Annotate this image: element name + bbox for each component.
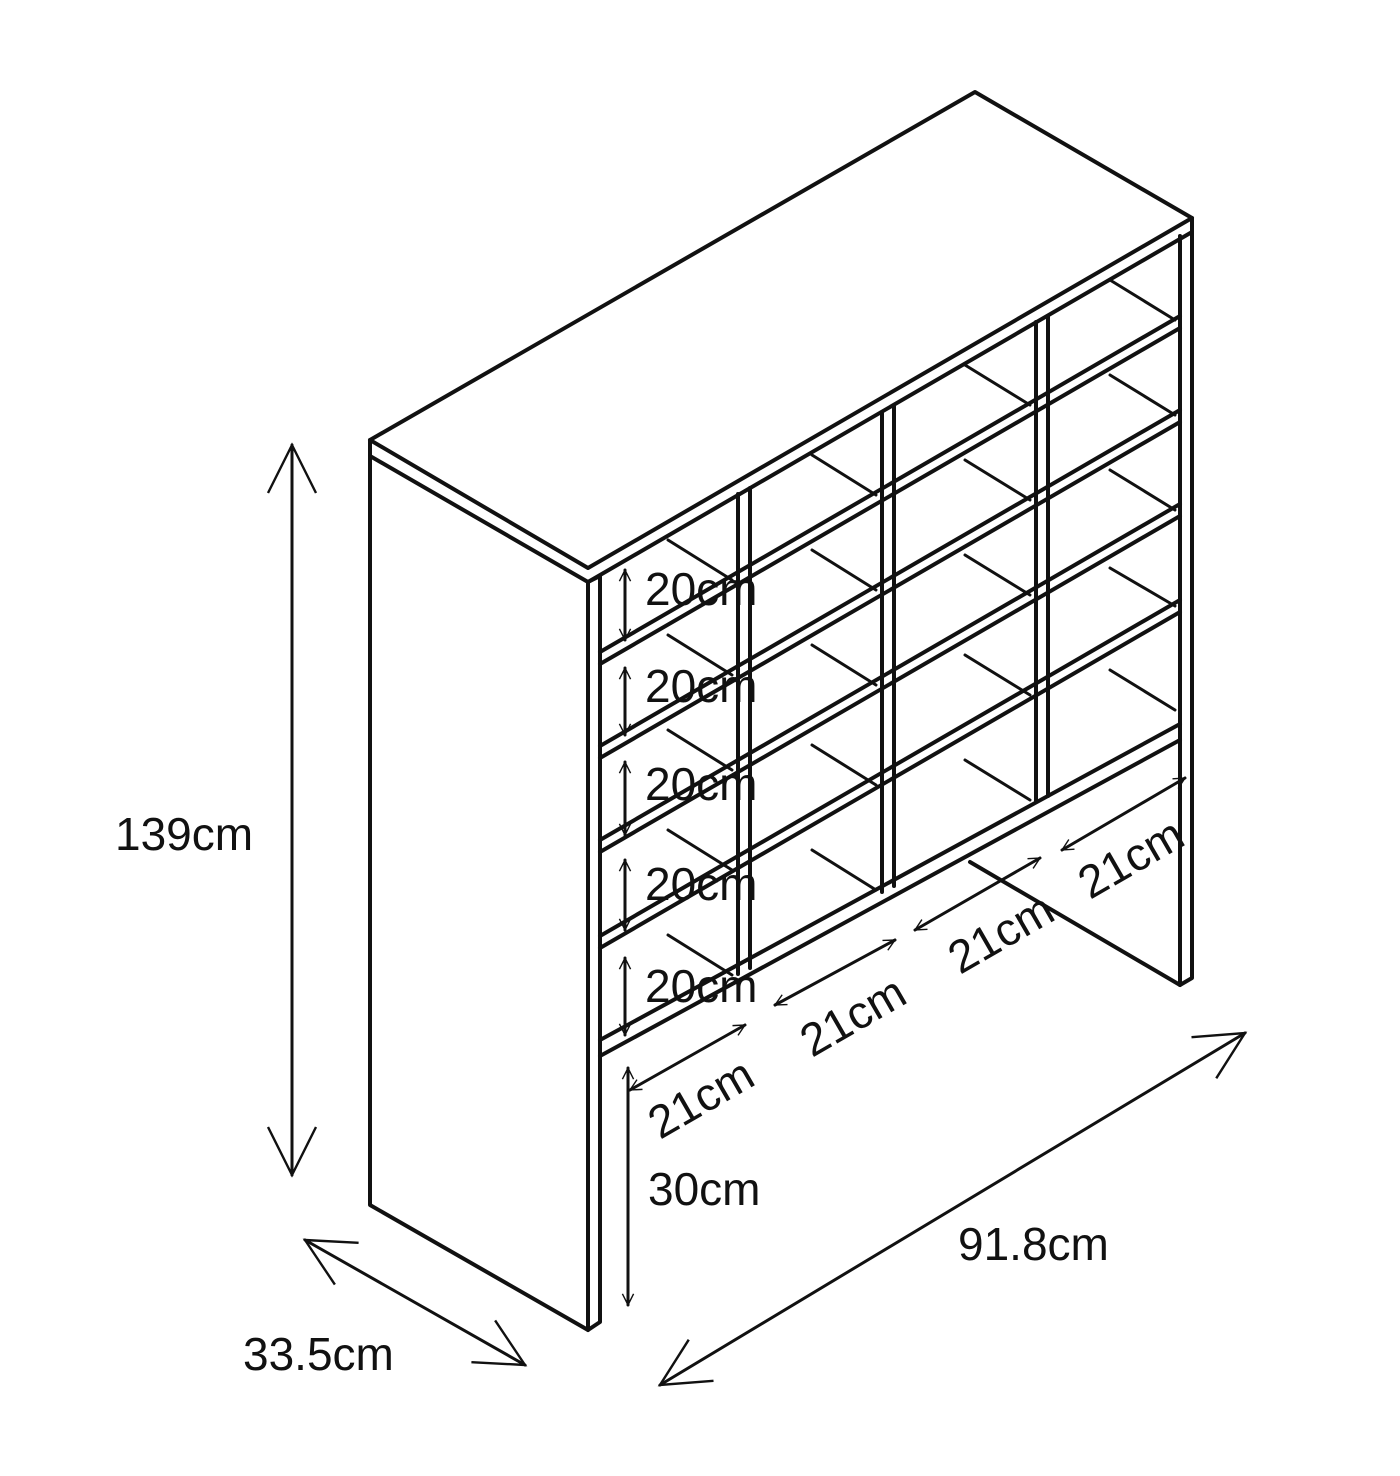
depth-label: 33.5cm — [243, 1328, 394, 1380]
compartment-width-arrow — [628, 1023, 747, 1092]
compartment-width-arrow — [913, 856, 1042, 932]
shelf — [598, 502, 1182, 854]
shelf — [598, 598, 1182, 950]
dimension-labels: 139cm 20cm 20cm 20cm 20cm 20cm 30cm 33.5… — [115, 563, 1192, 1380]
shelves — [598, 314, 1182, 1058]
base-clearance-label: 30cm — [648, 1163, 760, 1215]
compartment-height-label: 20cm — [645, 858, 757, 910]
height-label: 139cm — [115, 808, 253, 860]
compartment-height-label: 20cm — [645, 660, 757, 712]
compartment-width-arrow — [1060, 776, 1187, 852]
compartment-height-label: 20cm — [645, 960, 757, 1012]
shelf — [598, 314, 1182, 666]
width-label: 91.8cm — [958, 1218, 1109, 1270]
dividers — [736, 314, 1050, 976]
compartment-width-arrow — [773, 938, 897, 1007]
divider — [880, 404, 896, 894]
compartment-width-label: 21cm — [639, 1047, 762, 1148]
right-side-panel — [1178, 230, 1194, 987]
compartment-width-label: 21cm — [791, 965, 914, 1066]
cabinet-outline — [368, 90, 1194, 1332]
top-panel-front-edge — [368, 216, 1194, 584]
dimension-arrows — [266, 442, 1248, 1387]
compartment-depth-lines — [666, 278, 1177, 977]
top-panel — [368, 90, 1194, 570]
divider — [736, 486, 752, 976]
compartment-height-label: 20cm — [645, 563, 757, 615]
left-side-panel — [368, 454, 590, 1332]
compartment-height-label: 20cm — [645, 758, 757, 810]
compartment-width-label: 21cm — [1069, 807, 1192, 908]
compartment-width-label: 21cm — [939, 882, 1062, 983]
depth-arrow — [302, 1238, 528, 1367]
divider — [1034, 314, 1050, 804]
shelf — [598, 408, 1182, 760]
width-arrow — [657, 1031, 1248, 1387]
